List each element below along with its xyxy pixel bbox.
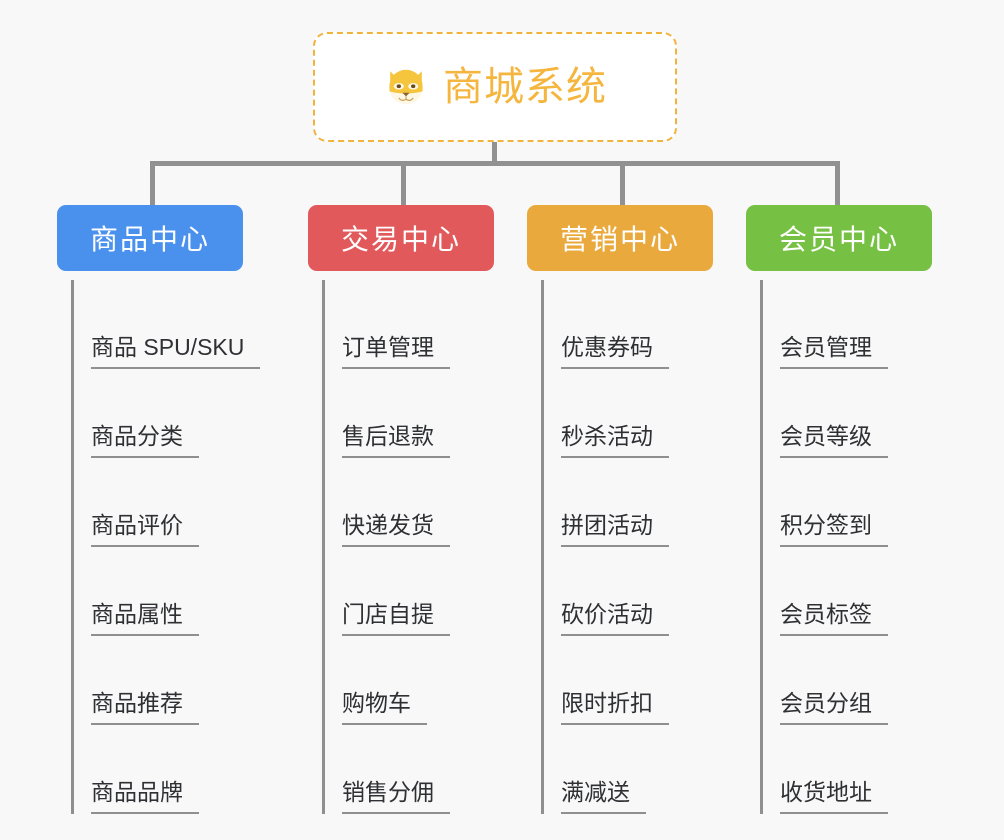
item-label: 商品品牌: [91, 779, 183, 805]
connector-drop-4: [835, 161, 840, 208]
branch-items-4: 会员管理 会员等级 积分签到 会员标签 会员分组 收货地址: [760, 280, 976, 814]
list-item[interactable]: 商品属性: [73, 547, 287, 636]
item-label: 门店自提: [342, 601, 434, 627]
list-item[interactable]: 拼团活动: [543, 458, 757, 547]
item-label: 售后退款: [342, 423, 434, 449]
branch-title-2: 交易中心: [340, 224, 461, 255]
item-label: 订单管理: [342, 334, 434, 360]
item-label: 拼团活动: [561, 512, 653, 538]
list-item[interactable]: 砍价活动: [543, 547, 757, 636]
item-label: 砍价活动: [561, 601, 653, 627]
list-item[interactable]: 商品推荐: [73, 636, 287, 725]
item-label: 满减送: [561, 779, 630, 805]
branch-column-4: 会员中心 会员管理 会员等级 积分签到 会员标签 会员分组 收货地址: [746, 205, 976, 814]
item-label: 收货地址: [780, 779, 872, 805]
list-item[interactable]: 收货地址: [762, 725, 976, 814]
item-label: 快递发货: [342, 512, 434, 538]
branch-title-3: 营销中心: [559, 224, 680, 255]
list-item[interactable]: 销售分佣: [324, 725, 538, 814]
list-item[interactable]: 商品评价: [73, 458, 287, 547]
list-item[interactable]: 会员等级: [762, 369, 976, 458]
item-label: 商品属性: [91, 601, 183, 627]
branch-items-1: 商品 SPU/SKU 商品分类 商品评价 商品属性 商品推荐 商品品牌: [71, 280, 287, 814]
list-item[interactable]: 订单管理: [324, 280, 538, 369]
item-label: 会员分组: [780, 690, 872, 716]
list-item[interactable]: 商品分类: [73, 369, 287, 458]
item-label: 购物车: [342, 690, 411, 716]
item-label: 商品 SPU/SKU: [91, 334, 245, 360]
connector-drop-3: [620, 161, 625, 208]
item-label: 商品评价: [91, 512, 183, 538]
item-label: 会员标签: [780, 601, 872, 627]
list-item[interactable]: 满减送: [543, 725, 757, 814]
branch-column-1: 商品中心 商品 SPU/SKU 商品分类 商品评价 商品属性 商品推荐 商品品牌: [57, 205, 287, 814]
item-label: 商品分类: [91, 423, 183, 449]
list-item[interactable]: 会员分组: [762, 636, 976, 725]
list-item[interactable]: 会员标签: [762, 547, 976, 636]
item-label: 秒杀活动: [561, 423, 653, 449]
branch-header-2[interactable]: 交易中心: [308, 205, 494, 271]
branch-spine-1: [71, 280, 74, 814]
item-label: 商品推荐: [91, 690, 183, 716]
connector-drop-1: [150, 161, 155, 208]
branch-items-2: 订单管理 售后退款 快递发货 门店自提 购物车 销售分佣: [322, 280, 538, 814]
list-item[interactable]: 秒杀活动: [543, 369, 757, 458]
item-label: 销售分佣: [342, 779, 434, 805]
branch-spine-4: [760, 280, 763, 814]
shiba-dog-face-icon: [383, 64, 429, 110]
branch-spine-2: [322, 280, 325, 814]
connector-drop-2: [401, 161, 406, 208]
item-label: 会员管理: [780, 334, 872, 360]
item-label: 会员等级: [780, 423, 872, 449]
list-item[interactable]: 商品 SPU/SKU: [73, 280, 287, 369]
branch-header-3[interactable]: 营销中心: [527, 205, 713, 271]
list-item[interactable]: 优惠券码: [543, 280, 757, 369]
list-item[interactable]: 积分签到: [762, 458, 976, 547]
branch-header-1[interactable]: 商品中心: [57, 205, 243, 271]
branch-column-2: 交易中心 订单管理 售后退款 快递发货 门店自提 购物车 销售分佣: [308, 205, 538, 814]
branch-header-4[interactable]: 会员中心: [746, 205, 932, 271]
branch-title-1: 商品中心: [89, 224, 210, 255]
item-label: 积分签到: [780, 512, 872, 538]
branch-items-3: 优惠券码 秒杀活动 拼团活动 砍价活动 限时折扣 满减送: [541, 280, 757, 814]
item-label: 优惠券码: [561, 334, 653, 360]
list-item[interactable]: 限时折扣: [543, 636, 757, 725]
list-item[interactable]: 门店自提: [324, 547, 538, 636]
item-label: 限时折扣: [561, 690, 653, 716]
root-title: 商城系统: [443, 65, 607, 109]
list-item[interactable]: 会员管理: [762, 280, 976, 369]
list-item[interactable]: 购物车: [324, 636, 538, 725]
branch-spine-3: [541, 280, 544, 814]
root-node[interactable]: 商城系统: [313, 32, 677, 142]
list-item[interactable]: 快递发货: [324, 458, 538, 547]
branch-title-4: 会员中心: [778, 224, 899, 255]
branch-column-3: 营销中心 优惠券码 秒杀活动 拼团活动 砍价活动 限时折扣 满减送: [527, 205, 757, 814]
list-item[interactable]: 售后退款: [324, 369, 538, 458]
list-item[interactable]: 商品品牌: [73, 725, 287, 814]
connector-bus: [150, 161, 840, 166]
connector-stem: [492, 142, 497, 164]
